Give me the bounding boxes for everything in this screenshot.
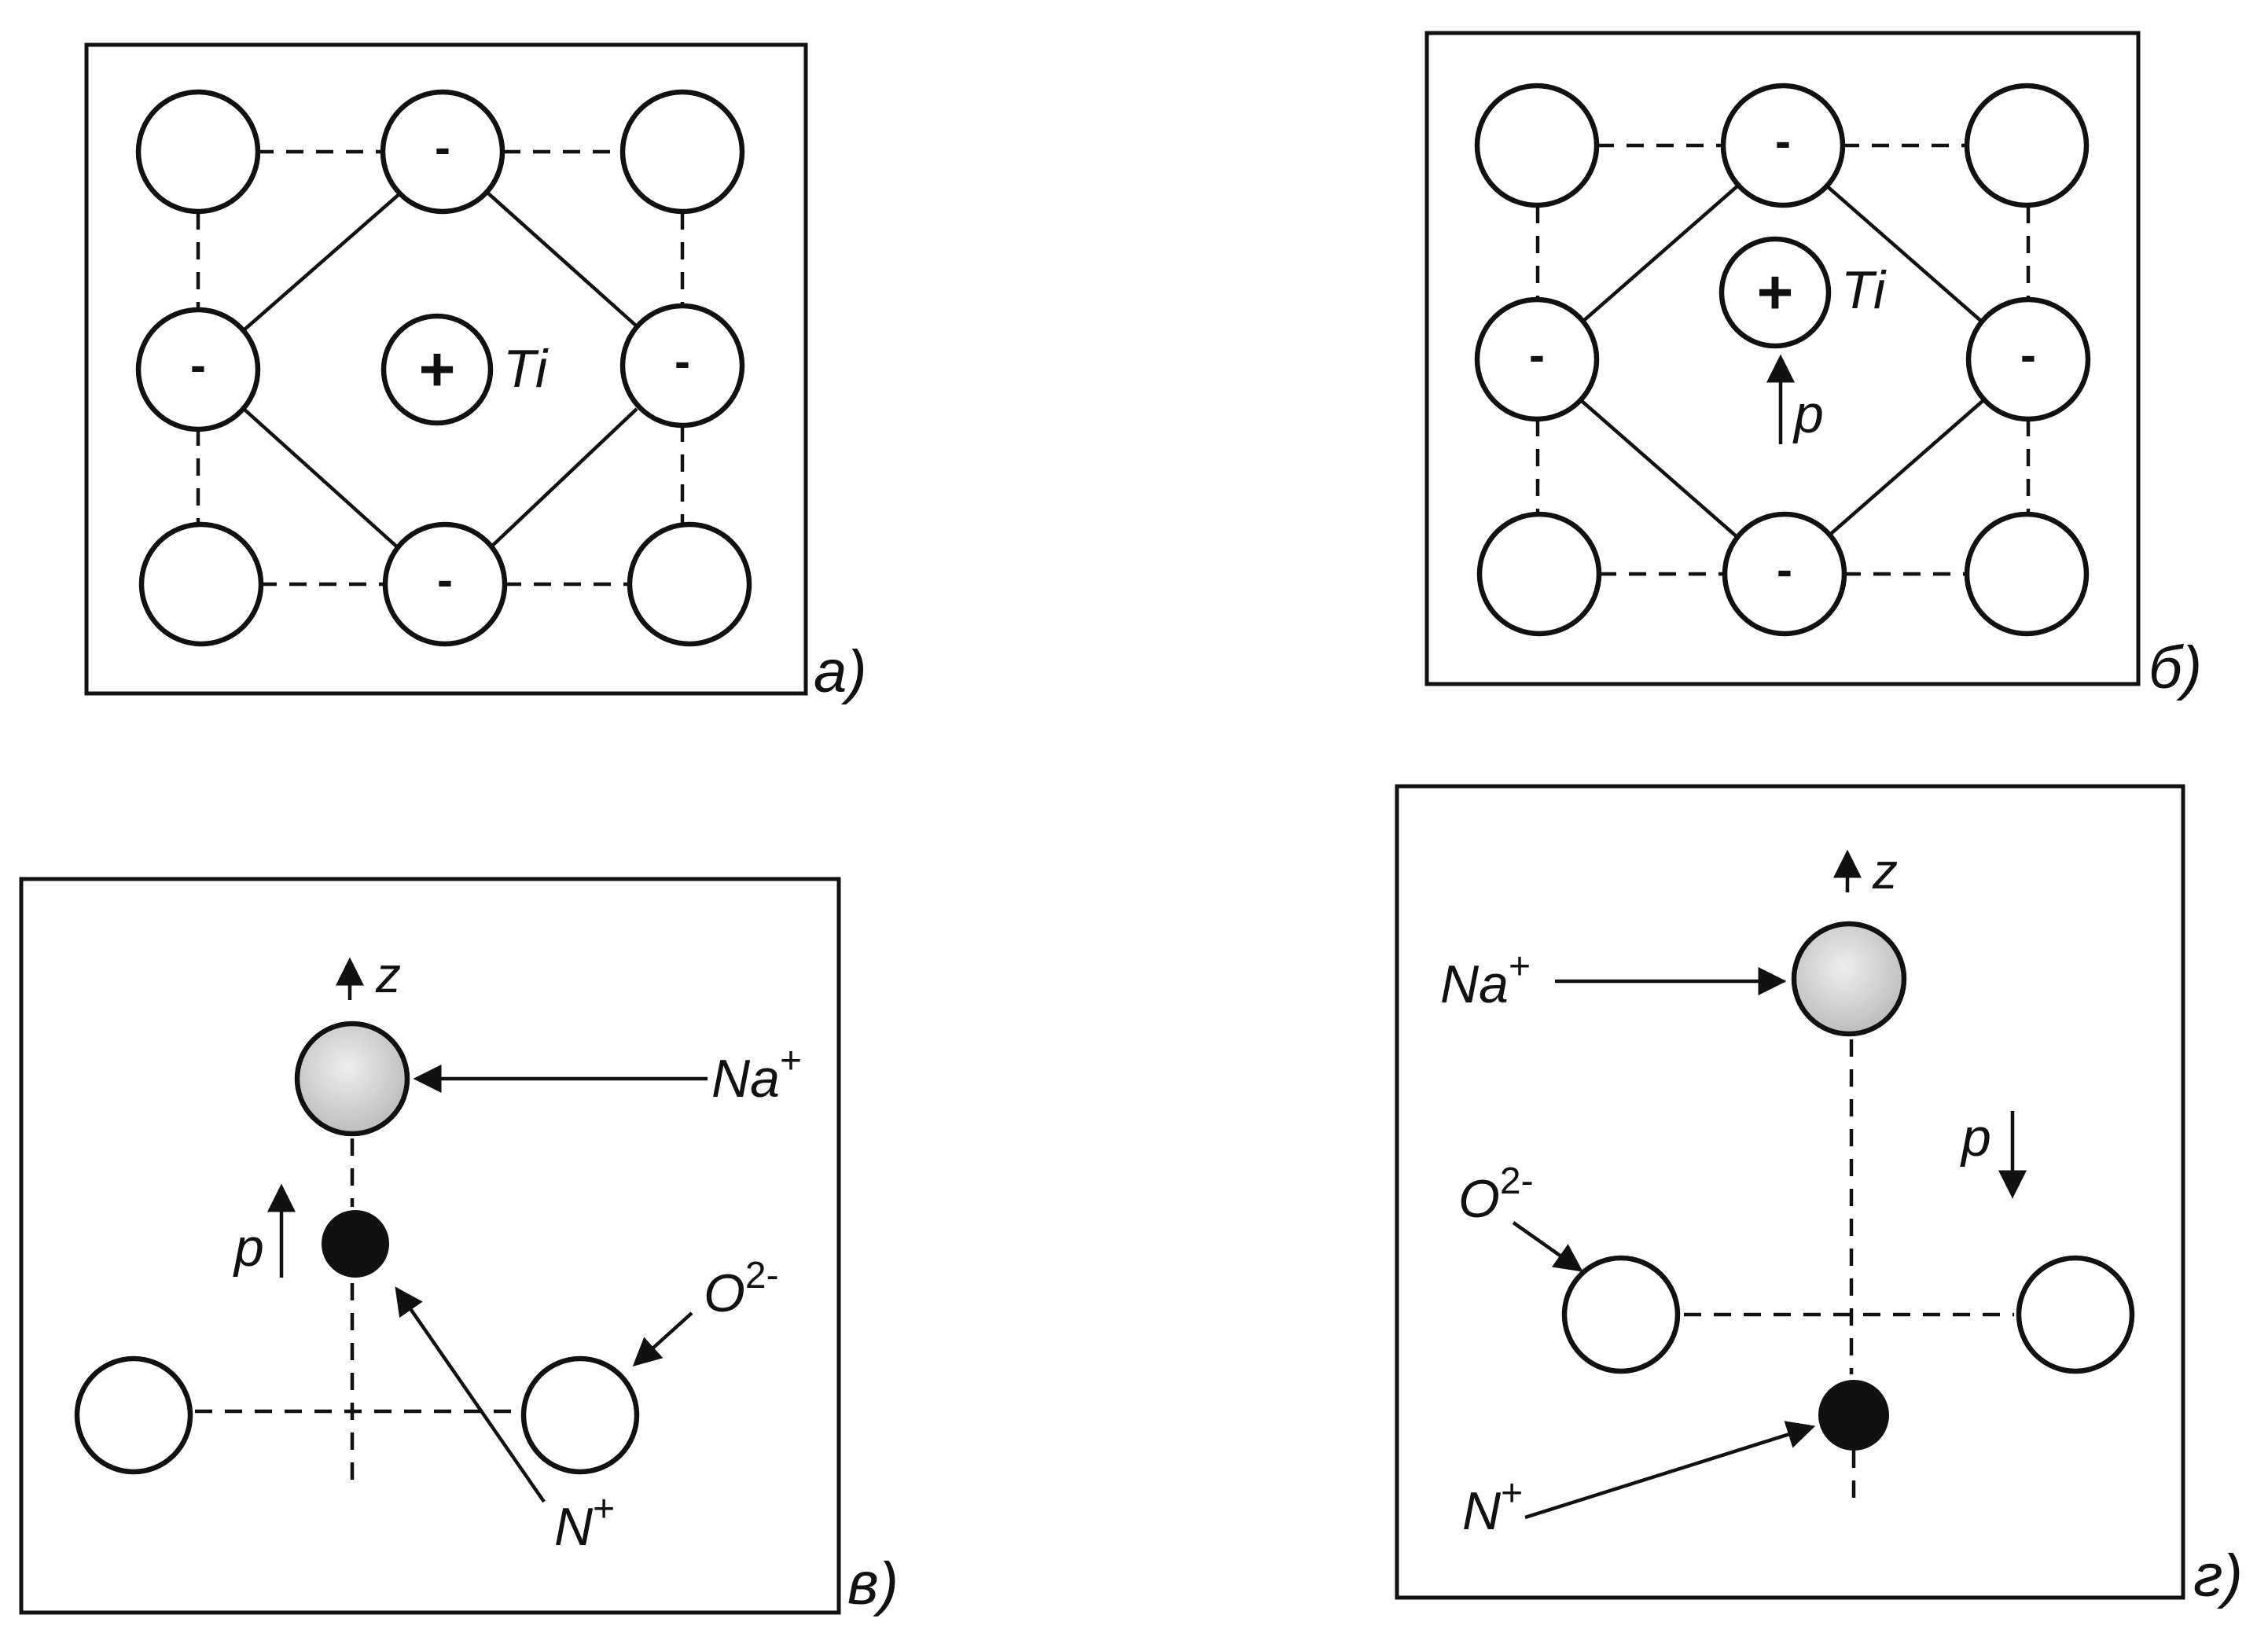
panel-a-minus-sign: - [190,339,206,392]
panel-a-label: a) [814,638,867,705]
panel-v-frame [19,877,841,1615]
panel-g-o-label: O2- [1458,1160,1534,1229]
panel-g-dipole-label: p [1960,1108,1991,1168]
panel-g-o-pointer [1512,1221,1583,1272]
panel-g-n-label: N+ [1462,1473,1523,1541]
panel-v-dipole-label: p [233,1218,264,1278]
panel-b-corner-atom [1476,511,1602,637]
panel-b-oxygen-top [1720,83,1846,208]
panel-g-na-label: Na+ [1440,946,1531,1014]
panel-a-corner-atom [627,521,752,647]
panel-g-nitrogen-ion [1818,1380,1889,1451]
panel-g-label: г) [2193,1543,2243,1609]
panel-b-corner-atom [1964,511,2090,637]
panel-b-dipole-label: p [1792,384,1824,444]
panel-a-corner-atom [135,89,261,215]
panel-a-octahedron [242,191,638,552]
panel-a-oxygen-left [135,307,261,432]
panel-a-minus-sign: - [435,121,450,174]
panel-a-minus-sign: - [675,335,690,388]
panel-a-ti-label: Ti [503,339,549,399]
panel-v-sodium-ion [294,1021,410,1137]
panel-g-sodium-ion [1791,921,1907,1037]
panel-v-label: в) [847,1550,899,1617]
panel-b-oxygen-right [1965,296,2091,422]
panel-a-corner-atom [138,521,264,647]
panel-v-nitrogen-ion [322,1210,389,1278]
panel-v: z p Na+ O2- N+ в) [19,877,899,1617]
panel-a-oxygen-top [380,89,505,215]
panel-b: - - - - + Ti p б) [1424,31,2202,701]
panel-v-o-label: O2- [704,1255,779,1323]
panel-a-corner-atom [619,89,745,215]
panel-b-octahedron [1580,183,1984,540]
panel-b-minus-sign: - [1777,543,1792,596]
panel-a-oxygen-bottom [382,521,508,647]
panel-g-n-pointer [1524,1421,1816,1520]
panel-b-minus-sign: - [1775,115,1791,167]
panel-b-label: б) [2149,634,2202,701]
panel-v-z-label: z [375,947,401,1003]
panel-v-n-label: N+ [554,1488,615,1557]
panel-b-dashed-cell [1535,143,2031,576]
panel-b-minus-sign: - [1529,329,1545,381]
panel-a-plus-sign: + [419,334,456,404]
panel-b-minus-sign: - [2020,329,2036,381]
panel-g-oxygen-ion-left [1561,1255,1681,1374]
panel-a-dashed-cell [196,149,685,587]
panel-a: - - - - + Ti a) [84,42,867,705]
panel-b-ti-label: Ti [1841,260,1887,320]
panel-g-frame [1395,784,2185,1600]
panel-g-z-label: z [1872,843,1898,899]
panel-b-titanium-ion [1718,236,1832,349]
panel-g: z Na+ p O2- N+ г) [1395,784,2243,1609]
panel-g-oxygen-ion-right [2016,1255,2135,1374]
panel-v-na-label: Na+ [711,1040,802,1109]
panel-a-minus-sign: - [437,554,453,606]
panel-v-oxygen-ion-right [520,1355,640,1475]
panel-b-oxygen-left [1474,296,1600,422]
panel-b-corner-atom [1964,83,2090,208]
panel-a-oxygen-right [619,303,745,428]
panel-b-oxygen-bottom [1722,511,1847,637]
panel-v-o-pointer [632,1311,693,1367]
panel-v-oxygen-ion-left [74,1355,193,1475]
panel-b-plus-sign: + [1757,257,1794,327]
panel-v-n-pointer [395,1286,546,1503]
panel-a-titanium-ion [380,313,494,426]
panel-b-corner-atom [1474,83,1600,208]
